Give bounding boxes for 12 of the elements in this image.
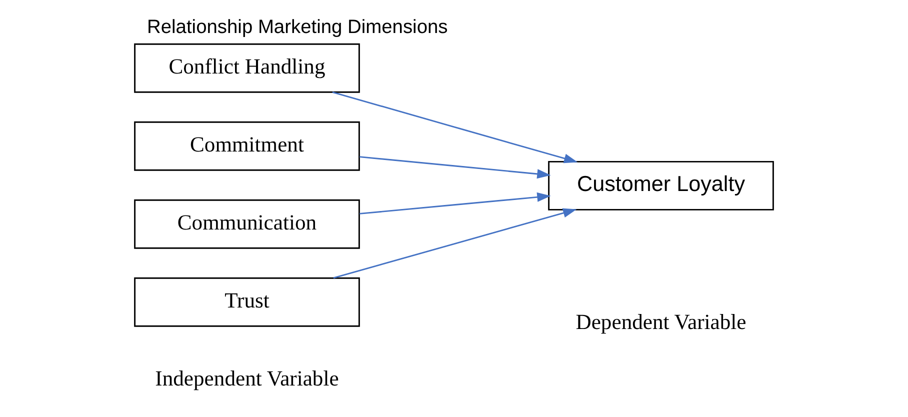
node-box: Communication: [134, 199, 360, 249]
node-box: Trust: [134, 277, 360, 327]
diagram-title: Relationship Marketing Dimensions: [147, 17, 448, 38]
arrow: [333, 208, 577, 279]
label: Dependent Variable: [576, 310, 746, 334]
arrow: [332, 92, 578, 164]
node-box: Commitment: [134, 121, 360, 171]
node-box: Conflict Handling: [134, 43, 360, 93]
arrow: [360, 192, 551, 214]
node-box: Customer Loyalty: [548, 160, 774, 210]
label: Independent Variable: [155, 366, 339, 390]
arrow: [360, 156, 551, 179]
